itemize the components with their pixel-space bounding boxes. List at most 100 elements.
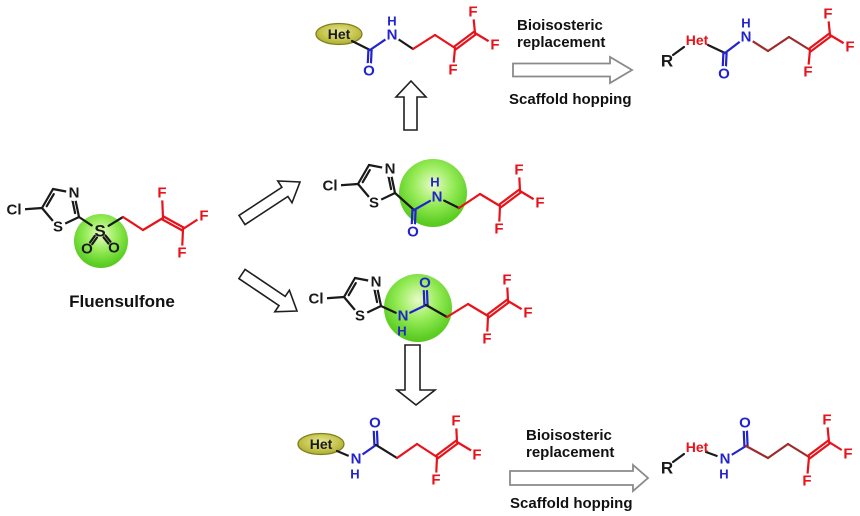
fluorine-label: F [843, 446, 852, 463]
bioisosteric-text-line2: replacement [526, 444, 614, 461]
label-backing [738, 29, 754, 45]
het-retroamide-structure: Het N H O F F F [297, 413, 485, 489]
arrow-right [512, 55, 634, 85]
label-backing [66, 185, 82, 201]
carbonyl-oxygen-label: O [407, 224, 419, 241]
bottom-transformation: Bioisosteric replacement Scaffold hoppin… [509, 427, 650, 512]
label-backing [428, 472, 444, 488]
fluorine-label: F [802, 473, 811, 490]
carbonyl-oxygen-label: O [718, 66, 730, 83]
nitrogen-label: N [69, 185, 80, 202]
nitrogen-label: N [371, 274, 382, 291]
label-backing [196, 208, 212, 224]
amide-nitrogen-label: N [398, 308, 409, 325]
fluorine-label: F [490, 37, 499, 54]
label-backing [368, 274, 384, 290]
fluorine-label: F [845, 39, 854, 56]
label-backing [465, 4, 481, 20]
sulfonyl-sulfur-label: S [94, 222, 105, 241]
fluorine-label: F [177, 245, 186, 262]
label-backing [348, 451, 364, 467]
sulfur-label: S [53, 219, 63, 236]
label-backing [361, 63, 377, 79]
label-backing [50, 219, 66, 235]
label-backing [352, 308, 368, 324]
label-backing [3, 202, 25, 218]
retroamide-analog-structure: Cl N S N H O F F F [305, 272, 536, 348]
label-backing [382, 161, 398, 177]
nitrogen-label: N [385, 161, 396, 178]
chlorine-label: Cl [323, 178, 338, 195]
label-backing [820, 6, 836, 22]
label-backing [716, 66, 732, 82]
arrow-to-amide-analog [237, 180, 302, 226]
arrow-down [394, 344, 438, 407]
fluorine-label: F [803, 64, 812, 81]
fluorine-label: F [157, 185, 166, 202]
carbonyl-oxygen-label: O [739, 415, 751, 432]
label-backing [384, 27, 400, 43]
fluensulfone-bonds [12, 187, 205, 254]
r-het-amide-structure: R Het H N O F F F [661, 6, 858, 83]
amide-nitrogen-label: N [720, 451, 731, 468]
fluorine-label: F [535, 195, 544, 212]
carbonyl-oxygen-label: O [419, 275, 431, 292]
fluorine-label: F [472, 447, 481, 464]
fluensulfone-structure: Cl N S S O O F F F Fluensulfone [3, 185, 212, 311]
label-backing [840, 446, 856, 462]
fluorine-label: F [514, 162, 523, 179]
arrow-to-retroamide-analog [237, 268, 299, 313]
fluorine-label: F [199, 208, 208, 225]
label-backing [717, 451, 733, 467]
label-backing [799, 473, 815, 489]
scaffold-hopping-text: Scaffold hopping [510, 495, 632, 512]
fluorine-label: F [451, 413, 460, 430]
label-backing [367, 415, 383, 431]
amide-analog-structure: Cl N S N H O F F F [319, 159, 548, 241]
label-backing [154, 185, 170, 201]
label-backing [532, 195, 548, 211]
het-highlight-ellipse [297, 432, 345, 456]
fluorine-label: F [822, 412, 831, 429]
het-label: Het [686, 32, 709, 48]
r-group-label: R [661, 459, 673, 478]
het-highlight-ellipse [315, 22, 363, 46]
r-group-label: R [661, 52, 673, 71]
label-backing [174, 245, 190, 261]
carbonyl-oxygen-label: O [369, 415, 381, 432]
fluorine-label: F [494, 221, 503, 238]
het-label: Het [686, 439, 709, 455]
label-backing [491, 221, 507, 237]
label-backing [305, 291, 327, 307]
sulfone-highlight-circle [74, 214, 128, 268]
amide-hydrogen-label: H [741, 16, 750, 31]
label-backing [499, 272, 515, 288]
scaffold-hopping-text: Scaffold hopping [509, 91, 631, 108]
het-label: Het [328, 26, 351, 42]
amide-hydrogen-label: H [350, 467, 359, 482]
label-backing [469, 447, 485, 463]
amide-hydrogen-label: H [719, 467, 728, 482]
fluorine-label: F [823, 6, 832, 23]
oxygen-label: O [108, 240, 120, 257]
chlorine-label: Cl [7, 202, 22, 219]
carbonyl-oxygen-label: O [363, 63, 375, 80]
sulfur-label: S [355, 308, 365, 325]
label-backing [445, 62, 461, 78]
label-backing [479, 331, 495, 347]
amide-hydrogen-label: H [430, 175, 439, 190]
arrow-up [394, 79, 428, 131]
label-backing [511, 162, 527, 178]
label-backing [819, 412, 835, 428]
bioisosteric-text-line1: Bioisosteric [517, 17, 603, 34]
sulfur-label: S [369, 195, 379, 212]
amide-nitrogen-label: N [387, 27, 398, 44]
fluorine-label: F [448, 62, 457, 79]
het-amide-structure: Het H N O F F F [315, 4, 503, 80]
fluorine-label: F [482, 331, 491, 348]
amide-nitrogen-label: N [351, 451, 362, 468]
amide-nitrogen-label: N [741, 29, 752, 46]
fluorine-label: F [468, 4, 477, 21]
